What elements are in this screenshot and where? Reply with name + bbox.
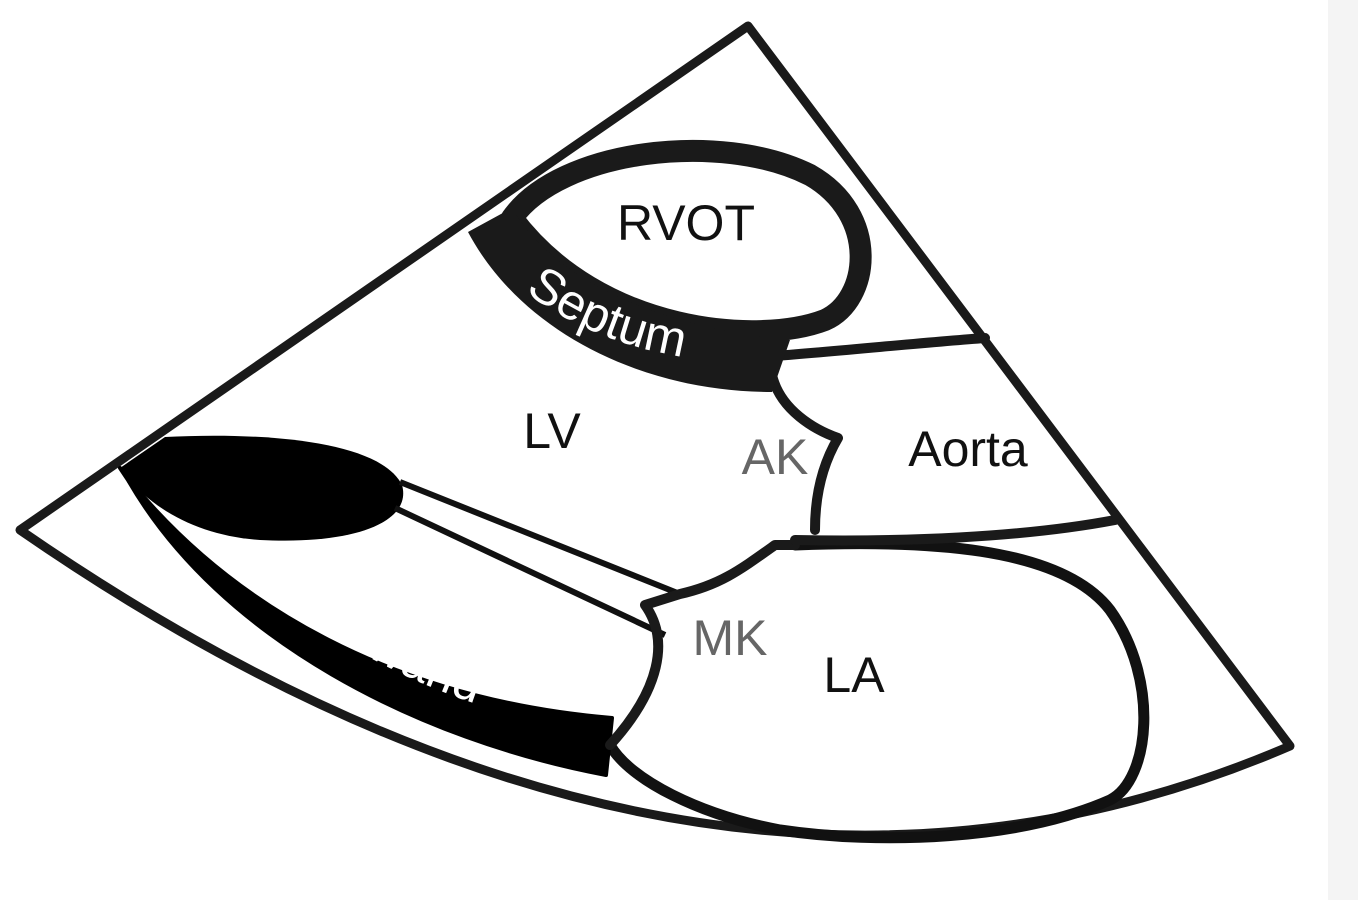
chorda-upper [398, 479, 682, 597]
aorta-lower-wall [790, 515, 1120, 546]
aortic-valve-cusps [767, 370, 843, 535]
chorda-lower [393, 505, 667, 638]
left-atrium-wall [604, 538, 1150, 844]
rvot-label: RVOT [617, 195, 755, 251]
mitral-valve-leaflet [605, 540, 800, 750]
mitral-valve-label: MK [693, 610, 768, 666]
papillary-muscle [120, 435, 404, 541]
left-atrium-label: LA [823, 647, 885, 703]
scrollbar-track[interactable] [1328, 0, 1358, 900]
sector-outline [15, 21, 1295, 840]
aorta-upper-wall [770, 333, 990, 361]
aortic-valve-label: AK [742, 429, 809, 485]
posterior-wall [118, 466, 614, 777]
lv-label: LV [523, 403, 581, 459]
interventricular-septum [468, 208, 790, 392]
aorta-label: Aorta [908, 421, 1028, 477]
